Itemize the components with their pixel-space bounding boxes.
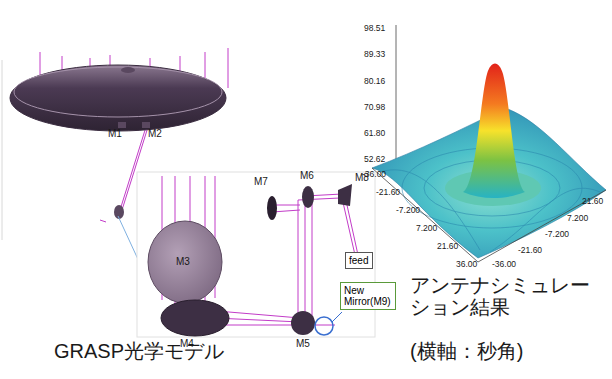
- axis-tick: -7.200: [396, 206, 420, 215]
- box-text: feed: [349, 255, 369, 266]
- axis-tick: 7.200: [416, 224, 437, 233]
- axis-tick: -36.00: [492, 260, 516, 269]
- label-box: New Mirror(M9): [340, 282, 396, 310]
- figure-caption: (横軸：秒角): [410, 340, 523, 362]
- axis-tick: 36.00: [456, 260, 477, 269]
- axis-tick: 80.16: [364, 77, 385, 86]
- figure-caption: GRASP光学モデル: [54, 340, 224, 362]
- axis-tick: -21.60: [518, 246, 542, 255]
- mirror-label: M6: [300, 170, 314, 181]
- beam-surface-plot: [372, 25, 606, 262]
- axis-tick: 70.98: [364, 103, 385, 112]
- receiver-optics-model: [137, 172, 375, 337]
- axis-tick: 21.60: [437, 242, 458, 251]
- axis-tick: 89.33: [364, 50, 385, 59]
- mirror-label: M2: [148, 128, 162, 139]
- axis-tick: 52.62: [364, 155, 385, 164]
- mirror-label: M5: [296, 338, 310, 349]
- axis-tick: 98.51: [364, 24, 385, 33]
- mirror-label: M1: [108, 128, 122, 139]
- box-text: New Mirror(M9): [344, 285, 392, 307]
- mirror-label: M7: [254, 176, 268, 187]
- axis-tick: -36.00: [362, 170, 386, 179]
- mirror-label: M3: [176, 256, 190, 267]
- axis-tick: 61.80: [364, 129, 385, 138]
- axis-tick: -21.60: [376, 188, 400, 197]
- axis-tick: 21.60: [582, 197, 603, 206]
- figure-caption: アンテナシミュレーション結果: [410, 274, 590, 318]
- axis-tick: -7.200: [545, 230, 569, 239]
- label-box: feed: [345, 252, 373, 269]
- axis-tick: 7.200: [567, 214, 588, 223]
